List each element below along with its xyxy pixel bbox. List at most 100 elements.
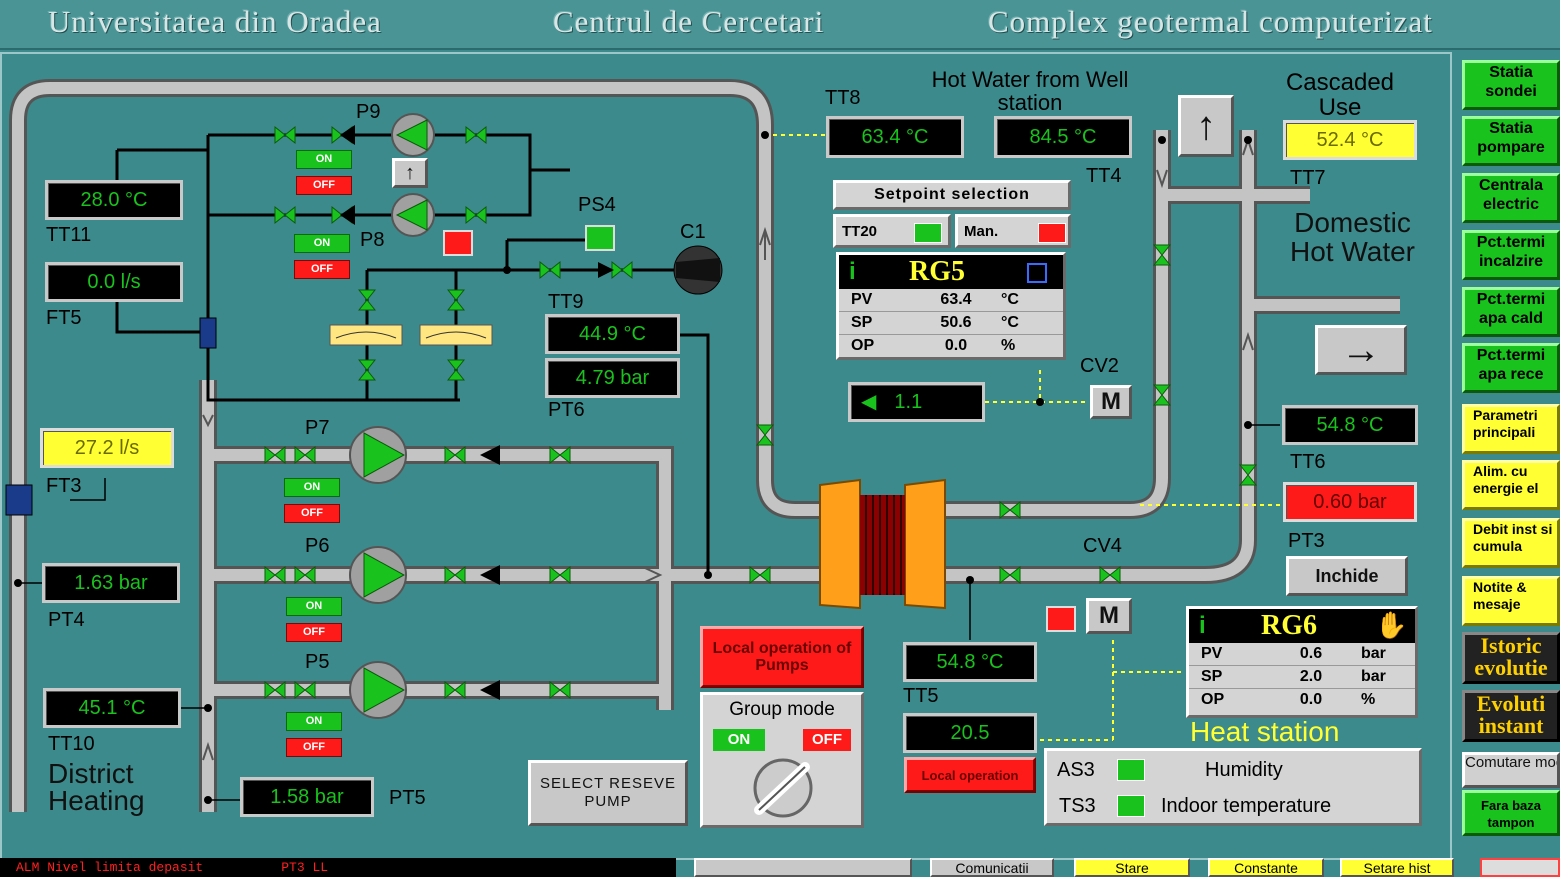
mode-square-icon: [1027, 263, 1047, 283]
motor-icon: M: [1101, 388, 1121, 415]
hot-water-label: Hot Water from Well station: [931, 67, 1129, 115]
tt8-display: 63.4 °C: [826, 116, 964, 158]
p8-on-button[interactable]: ON: [294, 234, 350, 253]
as3-indicator: [1117, 759, 1145, 781]
p6-label: P6: [305, 535, 330, 557]
rg5-header: i RG5: [839, 255, 1063, 289]
p5-on-button[interactable]: ON: [286, 712, 342, 731]
p8-alarm-indicator: [443, 230, 473, 256]
c1-label: C1: [680, 221, 706, 243]
sidebar-item[interactable]: Centrala electric: [1462, 173, 1560, 223]
p6-off-button[interactable]: OFF: [286, 623, 342, 642]
ts3-indicator: [1117, 795, 1145, 817]
sidebar-item[interactable]: Alim. cu energie el: [1462, 460, 1560, 510]
group-on-button[interactable]: ON: [713, 729, 765, 751]
ft5-label: FT5: [46, 307, 82, 329]
p9-onoff: ON OFF: [296, 150, 352, 195]
tt7-label: TT7: [1290, 167, 1326, 189]
tt6-display: 54.8 °C: [1282, 405, 1418, 445]
sidebar-item[interactable]: Notite & mesaje: [1462, 576, 1560, 626]
tt5-display: 54.8 °C: [903, 642, 1037, 682]
cv2-output-display: ◀1.1: [848, 382, 985, 422]
manual-label: Man.: [964, 223, 999, 240]
tt9-display: 44.9 °C: [545, 314, 680, 354]
inchide-button[interactable]: Inchide: [1286, 556, 1408, 596]
sidebar-item[interactable]: Evoluti instant: [1462, 690, 1560, 742]
manual-indicator: [1038, 223, 1066, 243]
pt5-display: 1.58 bar: [240, 777, 374, 817]
rg6-name: RG6: [1261, 610, 1317, 641]
info-icon: i: [1199, 612, 1206, 639]
setpoint-manual-option[interactable]: Man.: [955, 214, 1071, 248]
as3-label: AS3: [1057, 759, 1095, 781]
pt3-display: 0.60 bar: [1283, 482, 1417, 522]
sidebar-item[interactable]: Statia pompare: [1462, 116, 1560, 166]
sidebar-item[interactable]: Pct.termi apa rece: [1462, 343, 1560, 393]
bottom-right-button[interactable]: [1480, 858, 1560, 877]
p9-select-button[interactable]: ↑: [392, 158, 428, 188]
rg5-name: RG5: [909, 256, 965, 287]
p8-off-button[interactable]: OFF: [294, 260, 350, 279]
fara-baza-tampon-button[interactable]: Fara baza tampon: [1462, 790, 1560, 836]
sidebar-item[interactable]: Pct.termi incalzire: [1462, 230, 1560, 280]
p9-on-button[interactable]: ON: [296, 150, 352, 169]
sidebar-item[interactable]: Istoric evolutie: [1462, 632, 1560, 684]
pt4-display: 1.63 bar: [42, 563, 180, 603]
stare-button[interactable]: Stare: [1074, 858, 1190, 877]
sidebar-item[interactable]: Debit inst si cumula: [1462, 518, 1560, 568]
local-operation-button[interactable]: Local operation: [904, 757, 1036, 793]
group-off-button[interactable]: OFF: [803, 729, 851, 751]
sidebar-item[interactable]: Parametri principali: [1462, 404, 1560, 454]
local-pumps-button[interactable]: Local operation of Pumps: [700, 626, 864, 688]
p7-on-button[interactable]: ON: [284, 478, 340, 497]
group-mode-panel: Group mode ON OFF: [700, 692, 864, 828]
up-arrow-button[interactable]: ↑: [1178, 95, 1234, 157]
tt9-label: TT9: [548, 291, 584, 313]
tt10-display: 45.1 °C: [43, 688, 181, 728]
p7-onoff: ON OFF: [284, 478, 340, 523]
cv4-label: CV4: [1083, 535, 1122, 557]
comutare-mod-button[interactable]: Comutare mod: [1462, 752, 1560, 788]
sidebar-item[interactable]: Statia sondei: [1462, 60, 1560, 110]
setare-hist-button[interactable]: Setare hist: [1340, 858, 1454, 877]
cv4-motor-button[interactable]: M: [1086, 598, 1132, 634]
indoor-temperature-label: Indoor temperature: [1161, 795, 1332, 817]
sidebar-item[interactable]: Pct.termi apa cald: [1462, 287, 1560, 337]
p5-label: P5: [305, 651, 330, 673]
setpoint-tt20-option[interactable]: TT20: [833, 214, 951, 248]
rotary-switch-icon[interactable]: [741, 755, 825, 821]
arrow-right-icon: →: [1341, 327, 1381, 372]
ft3-label: FT3: [46, 475, 82, 497]
pt6-label: PT6: [548, 399, 585, 421]
tt20-label: TT20: [842, 223, 878, 240]
right-arrow-button[interactable]: →: [1315, 325, 1407, 375]
p9-off-button[interactable]: OFF: [296, 176, 352, 195]
comunicatii-button[interactable]: Comunicatii: [930, 858, 1054, 877]
tt10-label: TT10: [48, 733, 95, 755]
humidity-label: Humidity: [1205, 759, 1283, 781]
ps4-indicator: [585, 225, 615, 251]
p5-off-button[interactable]: OFF: [286, 738, 342, 757]
group-mode-title: Group mode: [729, 699, 835, 720]
tt5b-display: 20.5: [903, 713, 1037, 753]
select-reserve-pump-button[interactable]: SELECT RESEVE PUMP: [528, 760, 688, 826]
cv2-motor-button[interactable]: M: [1090, 385, 1132, 419]
tt11-display: 28.0 °C: [45, 180, 183, 220]
p5-onoff: ON OFF: [286, 712, 342, 757]
p6-on-button[interactable]: ON: [286, 597, 342, 616]
p7-off-button[interactable]: OFF: [284, 504, 340, 523]
constante-button[interactable]: Constante: [1208, 858, 1324, 877]
cv4-alarm-indicator: [1046, 606, 1076, 632]
tt4-label: TT4: [1086, 165, 1122, 187]
bottom-menu-button[interactable]: [694, 858, 912, 877]
heat-station-label: Heat station: [1190, 716, 1340, 747]
p9-label: P9: [356, 101, 381, 123]
tt8-label: TT8: [825, 87, 861, 109]
